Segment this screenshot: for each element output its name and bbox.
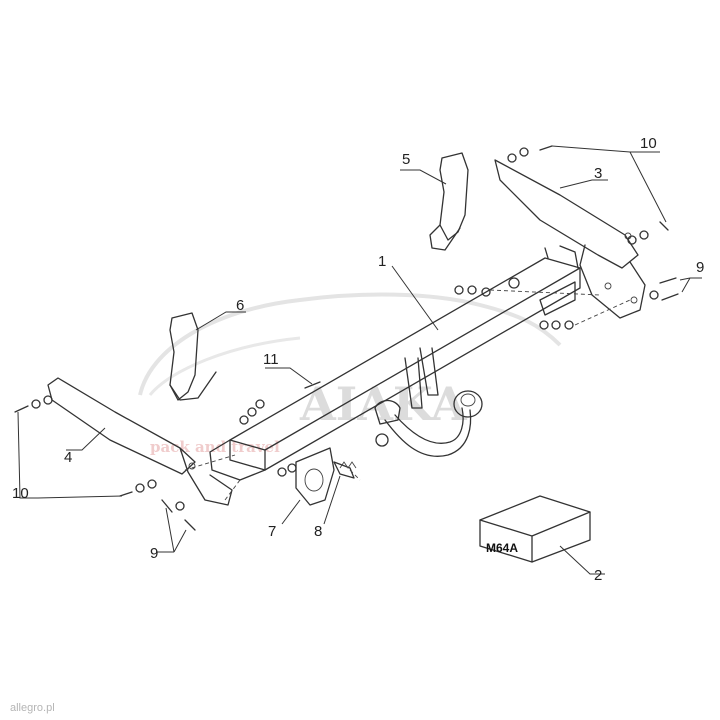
callout-2: 2: [594, 567, 602, 584]
callout-8: 8: [314, 523, 322, 540]
callout-1: 1: [378, 253, 386, 270]
callout-9-left: 9: [150, 545, 158, 562]
watermark: AIAKA pack and travel: [138, 292, 562, 456]
callout-7: 7: [268, 523, 276, 540]
fasteners: [14, 145, 679, 531]
callout-10-right: 10: [640, 135, 657, 152]
callout-10-left: 10: [12, 485, 29, 502]
lower-plate-bracket: [169, 312, 217, 401]
main-crossbar: [209, 245, 581, 481]
source-credit: allegro.pl: [10, 702, 55, 714]
callout-9-right: 9: [696, 259, 704, 276]
callout-3: 3: [594, 165, 602, 182]
spring-bolt: [333, 461, 357, 479]
socket-plate: [295, 447, 335, 506]
callout-6: 6: [236, 297, 244, 314]
box-label: M64A: [486, 541, 518, 555]
assembly-lines: [184, 289, 631, 501]
packaging-box: M64A: [479, 495, 591, 563]
callouts: 1 2 3 4 5 6 7 8 9 9 10 10 11: [12, 135, 704, 584]
upper-plate-bracket: [429, 152, 469, 251]
callout-11: 11: [263, 351, 279, 368]
watermark-brand: AIAKA: [299, 377, 468, 431]
watermark-tagline: pack and travel: [150, 438, 280, 456]
pin: [304, 381, 321, 389]
callout-5: 5: [402, 151, 410, 168]
left-bracket: [47, 377, 233, 506]
callout-4: 4: [64, 449, 72, 466]
